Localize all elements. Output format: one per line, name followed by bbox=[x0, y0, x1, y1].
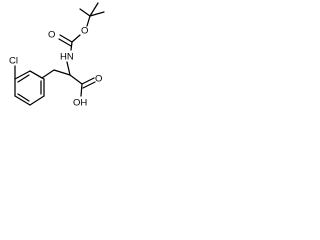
nitrogen-to-alpha-carbon-bond bbox=[66, 61, 71, 76]
acid-carbon-to-hydroxyl-bond bbox=[80, 83, 83, 97]
acid-carbonyl-double-bond-a bbox=[81, 77, 95, 85]
hydroxyl-label: OH bbox=[73, 98, 87, 109]
ring-bond-6 bbox=[29, 70, 45, 80]
boc-ester-oxygen-label: O bbox=[81, 26, 88, 37]
amine-label: HN bbox=[60, 52, 74, 63]
carbonyl-double-bond-b bbox=[58, 38, 72, 47]
ring-bond-4 bbox=[29, 95, 45, 106]
tert-butyl-group bbox=[79, 2, 105, 27]
tbutyl-methyl-bond-3 bbox=[89, 11, 105, 17]
carbonyl-double-bond-a bbox=[59, 34, 73, 43]
acid-carbonyl-double-bond-b bbox=[82, 81, 96, 89]
alpha-carbon-to-acid-carbon-bond bbox=[69, 74, 83, 85]
ring-inner-double-bond-2 bbox=[17, 93, 30, 102]
chlorophenyl-ring bbox=[14, 70, 45, 106]
beta-carbon-to-gamma-carbon-bond bbox=[41, 69, 55, 79]
boc-carbonyl bbox=[58, 34, 81, 51]
ring-bond-1 bbox=[14, 70, 31, 80]
acid-carbonyl-oxygen-label: O bbox=[95, 74, 102, 85]
carboxylic-acid bbox=[69, 74, 96, 97]
chemical-structure: O O HN O OH Cl bbox=[9, 2, 105, 109]
tbutyl-oxygen-bond bbox=[86, 15, 91, 27]
ring-bond-3 bbox=[14, 95, 31, 106]
chlorine-label: Cl bbox=[9, 56, 18, 67]
ester-oxygen-to-carbonyl-bond bbox=[71, 34, 81, 43]
ring-inner-double-bond-1 bbox=[17, 74, 30, 83]
carbonyl-to-nitrogen-bond bbox=[70, 41, 73, 51]
tbutyl-methyl-bond-2 bbox=[89, 2, 99, 17]
boc-carbonyl-oxygen-label: O bbox=[48, 30, 55, 41]
alpha-carbon-to-beta-carbon-bond bbox=[53, 69, 71, 76]
backbone-chain bbox=[29, 61, 71, 79]
tbutyl-methyl-bond-1 bbox=[79, 8, 91, 17]
